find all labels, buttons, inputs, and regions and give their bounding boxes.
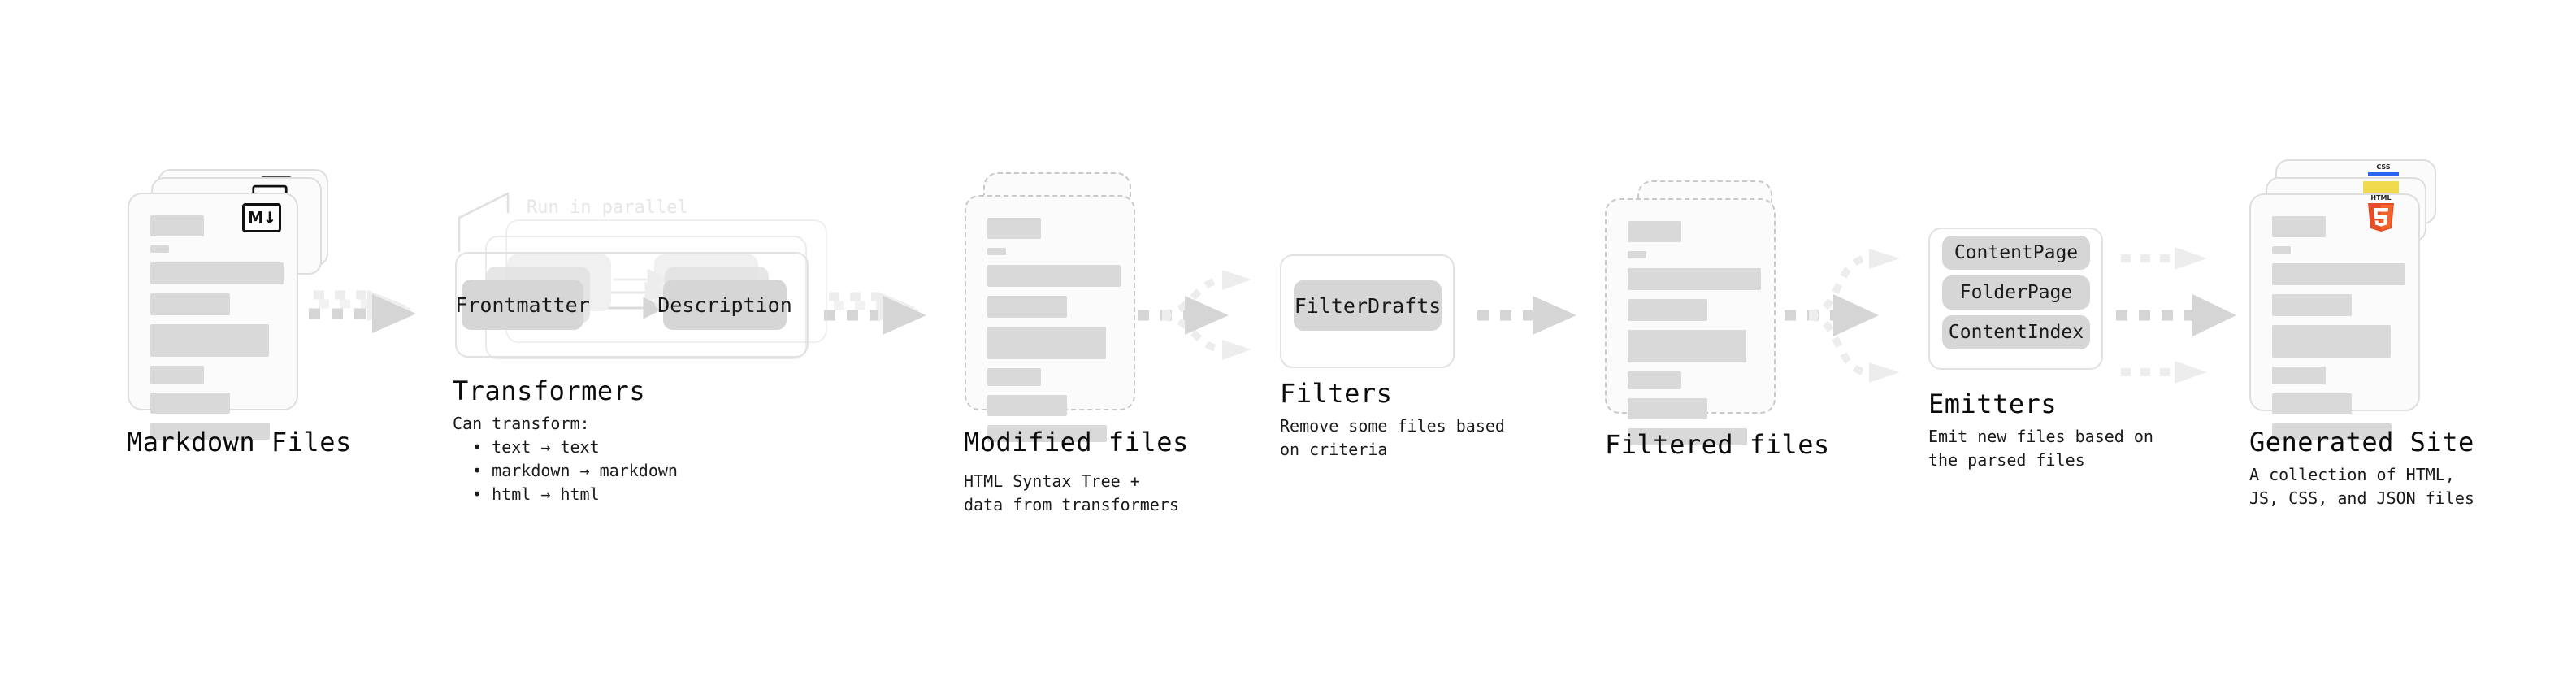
filters-box [1280, 254, 1455, 368]
arrow-modified-to-filters [1138, 270, 1251, 360]
stage-title-transformers: Transformers [453, 375, 646, 406]
filtered-card-bars [1628, 221, 1761, 454]
site-card-bars [2272, 216, 2405, 449]
emitters-box [1928, 228, 2103, 370]
markdown-card-front [128, 193, 298, 440]
stage-sub-modified-files: HTML Syntax Tree + data from transformer… [964, 471, 1179, 514]
run-in-parallel-label: Run in parallel [527, 197, 688, 218]
chip-filterdrafts[interactable]: FilterDrafts [1294, 280, 1442, 331]
css-label: CSS [2376, 163, 2391, 171]
md-icon: M↓ [242, 203, 281, 232]
chip-description[interactable]: Description [657, 280, 792, 330]
css-badge: CSS [2367, 163, 2400, 176]
stage-title-markdown-files: Markdown Files [127, 427, 352, 458]
arrow-filtered-to-emitters [1785, 249, 1900, 383]
stage-sub-emitters: Emit new files based on the parsed files [1928, 427, 2153, 470]
arrow-filters-to-filtered [1477, 296, 1576, 335]
stage-title-filtered-files: Filtered files [1605, 429, 1830, 460]
css-underline [2368, 172, 2399, 176]
stage-title-filters: Filters [1280, 378, 1393, 409]
modified-card-front [965, 195, 1135, 442]
stage-sub-transformers: Can transform: • text → text • markdown … [453, 414, 678, 504]
modified-card-bars [987, 218, 1121, 451]
chip-folderpage[interactable]: FolderPage [1942, 275, 2090, 310]
arrow-markdown-to-transformers [309, 290, 416, 333]
site-card-front [2249, 193, 2420, 440]
chip-contentpage[interactable]: ContentPage [1942, 236, 2090, 270]
filtered-card-front [1605, 198, 1776, 445]
stage-title-emitters: Emitters [1928, 388, 2058, 419]
html5-icon: HTML [2363, 193, 2399, 233]
arrow-transformers-to-modified [824, 292, 926, 335]
svg-text:HTML: HTML [2370, 194, 2391, 202]
markdown-card-bars [150, 215, 284, 449]
chip-frontmatter[interactable]: Frontmatter [455, 280, 590, 330]
chip-contentindex[interactable]: ContentIndex [1942, 315, 2090, 349]
stage-sub-generated-site: A collection of HTML, JS, CSS, and JSON … [2249, 465, 2474, 508]
stage-sub-filters: Remove some files based on criteria [1280, 416, 1505, 459]
stage-title-generated-site: Generated Site [2249, 427, 2474, 458]
stage-title-modified-files: Modified files [964, 427, 1189, 458]
arrow-emitters-to-site [2116, 247, 2236, 384]
transformers-box-front [455, 252, 809, 358]
